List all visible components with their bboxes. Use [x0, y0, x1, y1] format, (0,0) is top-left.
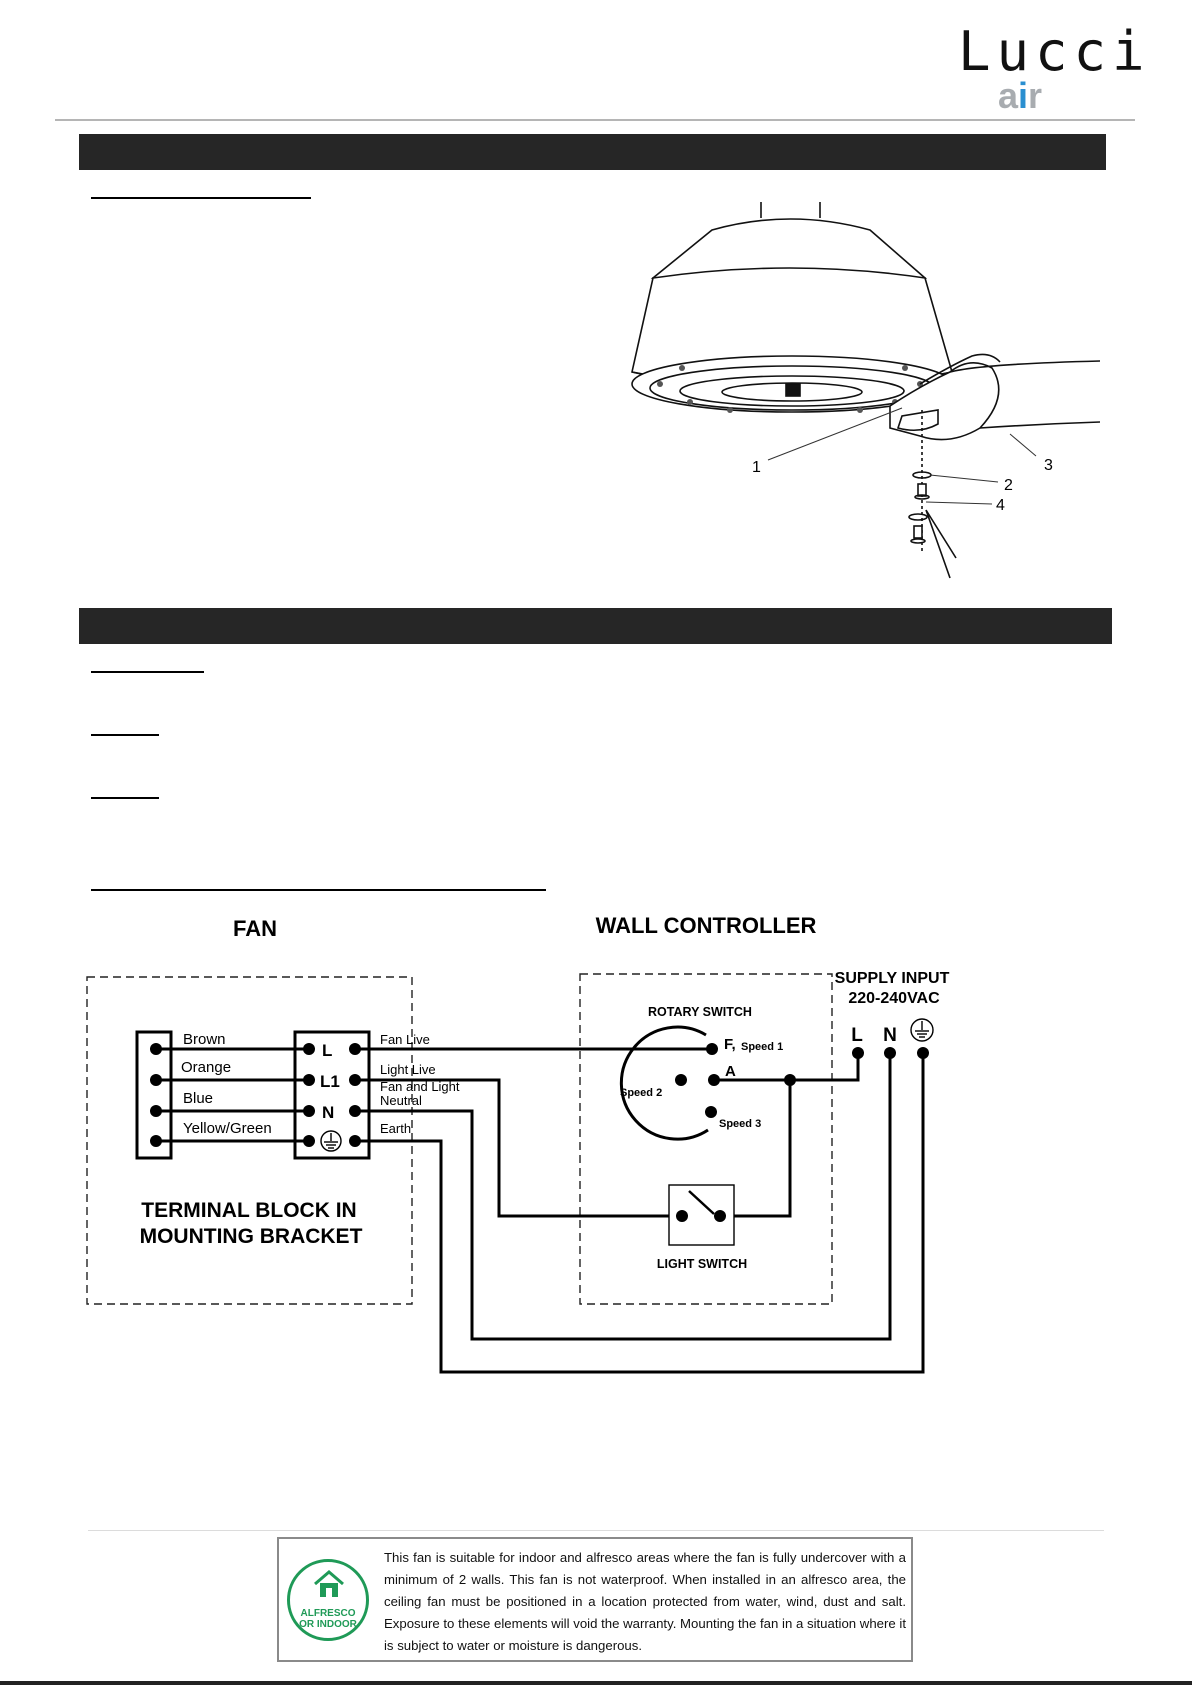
wire-neutral-label: Neutral: [380, 1093, 422, 1108]
footer-rule: [88, 1530, 1104, 1531]
rotary-speed1-label: Speed 1: [741, 1041, 783, 1053]
rotary-f-label: F,: [724, 1036, 736, 1053]
callout-2: 2: [1004, 477, 1013, 494]
fan-blade-illustration: 1 2 3 4: [631, 202, 1100, 579]
terminal-block-caption-2: MOUNTING BRACKET: [140, 1225, 363, 1248]
supply-l: L: [851, 1025, 863, 1046]
terminal-block-caption-1: TERMINAL BLOCK IN: [141, 1199, 356, 1222]
controller-enclosure: [579, 973, 833, 1305]
wire-blue-label: Blue: [183, 1090, 213, 1107]
header-rule: [55, 119, 1135, 121]
wire-yellow-green-label: Yellow/Green: [183, 1120, 272, 1137]
wire-light-live-label: Light Live: [380, 1062, 436, 1077]
callout-3: 3: [1044, 457, 1053, 474]
heading-underline: [91, 889, 546, 891]
supply-voltage-label: 220-240VAC: [848, 990, 940, 1007]
wiring-diagram: FAN WALL CONTROLLER SUPPLY INPUT 220-240…: [86, 913, 950, 1374]
earth-icon: [320, 1130, 342, 1152]
terminal-l: L: [322, 1041, 332, 1060]
page-bottom-edge: [0, 1681, 1192, 1685]
wire-fan-live-label: Fan Live: [380, 1032, 430, 1047]
heading-underline: [91, 197, 311, 199]
rotary-speed2-label: Speed 2: [620, 1087, 662, 1099]
rotary-speed3-label: Speed 3: [719, 1118, 761, 1130]
section-bar-blade-mounting: [79, 134, 1106, 170]
wire-orange-label: Orange: [181, 1059, 231, 1076]
callout-4: 4: [996, 497, 1005, 514]
supply-n: N: [883, 1025, 897, 1046]
alfresco-notice: ALFRESCO OR INDOOR This fan is suitable …: [277, 1537, 913, 1662]
brand-logo-air: air: [998, 75, 1043, 116]
notice-text: This fan is suitable for indoor and alfr…: [384, 1550, 906, 1653]
terminal-n: N: [322, 1103, 334, 1122]
fan-title: FAN: [233, 916, 277, 941]
fan-connector-block: [135, 1030, 173, 1160]
alfresco-badge: ALFRESCO OR INDOOR: [287, 1559, 369, 1641]
rotary-switch-arc: [619, 1025, 709, 1141]
wire-earth-label: Earth: [380, 1121, 411, 1136]
light-switch-label: LIGHT SWITCH: [657, 1257, 747, 1271]
house-icon: [314, 1570, 344, 1597]
heading-underline: [91, 734, 159, 736]
supply-input-label: SUPPLY INPUT: [835, 970, 950, 987]
wall-controller-title: WALL CONTROLLER: [596, 913, 817, 938]
section-bar-wiring: [79, 608, 1112, 644]
rotary-a-label: A: [725, 1063, 736, 1080]
rotary-switch-label: ROTARY SWITCH: [648, 1005, 752, 1019]
heading-underline: [91, 797, 159, 799]
wire-fan-light-label: Fan and Light: [380, 1079, 460, 1094]
callout-1: 1: [752, 459, 761, 476]
terminal-l1: L1: [320, 1072, 340, 1091]
wire-brown-label: Brown: [183, 1031, 226, 1048]
supply-earth-icon: [910, 1018, 934, 1042]
brand-logo: Lucci: [958, 20, 1151, 83]
heading-underline: [91, 671, 204, 673]
